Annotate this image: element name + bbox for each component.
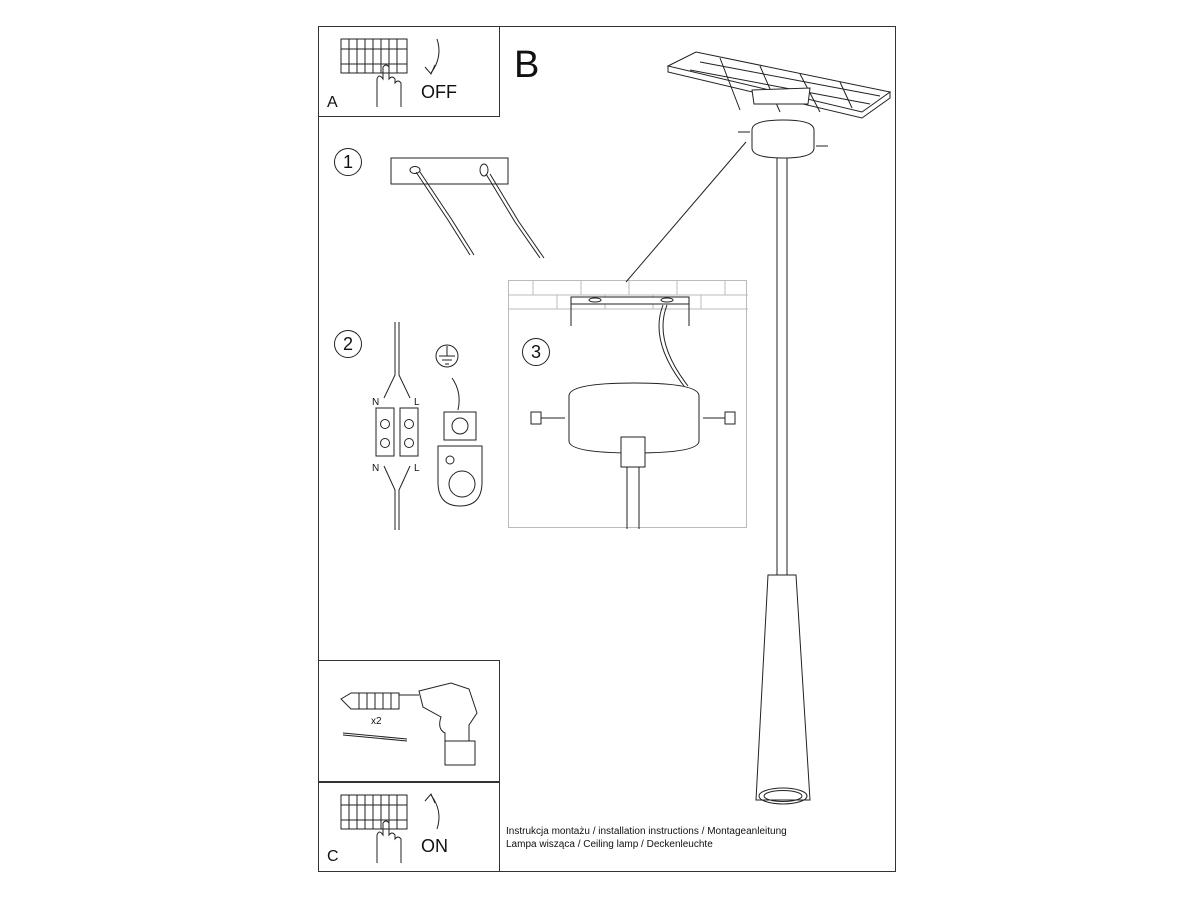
step-2-badge: 2 xyxy=(334,330,362,358)
terminal-n-bottom: N xyxy=(372,463,380,474)
terminal-l-top: L xyxy=(414,397,420,408)
on-label: ON xyxy=(421,836,448,856)
terminal-n-top: N xyxy=(372,397,380,408)
panel-a-power-off: A OFF xyxy=(318,26,500,117)
step-3-badge: 3 xyxy=(522,338,550,366)
caption: Instrukcja montażu / installation instru… xyxy=(506,825,787,851)
step-3-detail-box xyxy=(508,280,748,529)
breaker-on-illustration xyxy=(340,793,440,863)
caption-line-1: Instrukcja montażu / installation instru… xyxy=(506,826,787,837)
panel-c-letter: C xyxy=(327,848,339,865)
caption-line-2: Lampa wisząca / Ceiling lamp / Deckenleu… xyxy=(506,839,713,850)
panel-c-power-on: C ON xyxy=(318,782,500,872)
terminal-l-bottom: L xyxy=(414,463,420,474)
step-1-badge: 1 xyxy=(334,148,362,176)
panel-b-letter: B xyxy=(514,44,540,86)
instruction-sheet-frame xyxy=(318,26,896,872)
anchor-quantity: x2 xyxy=(371,716,382,727)
breaker-off-illustration xyxy=(340,38,440,107)
off-label: OFF xyxy=(421,82,457,102)
panel-a-letter: A xyxy=(327,94,338,111)
canopy-detail-illustration xyxy=(509,281,748,529)
drill-and-anchors-illustration xyxy=(340,682,478,766)
panel-tools: x2 xyxy=(318,660,500,782)
